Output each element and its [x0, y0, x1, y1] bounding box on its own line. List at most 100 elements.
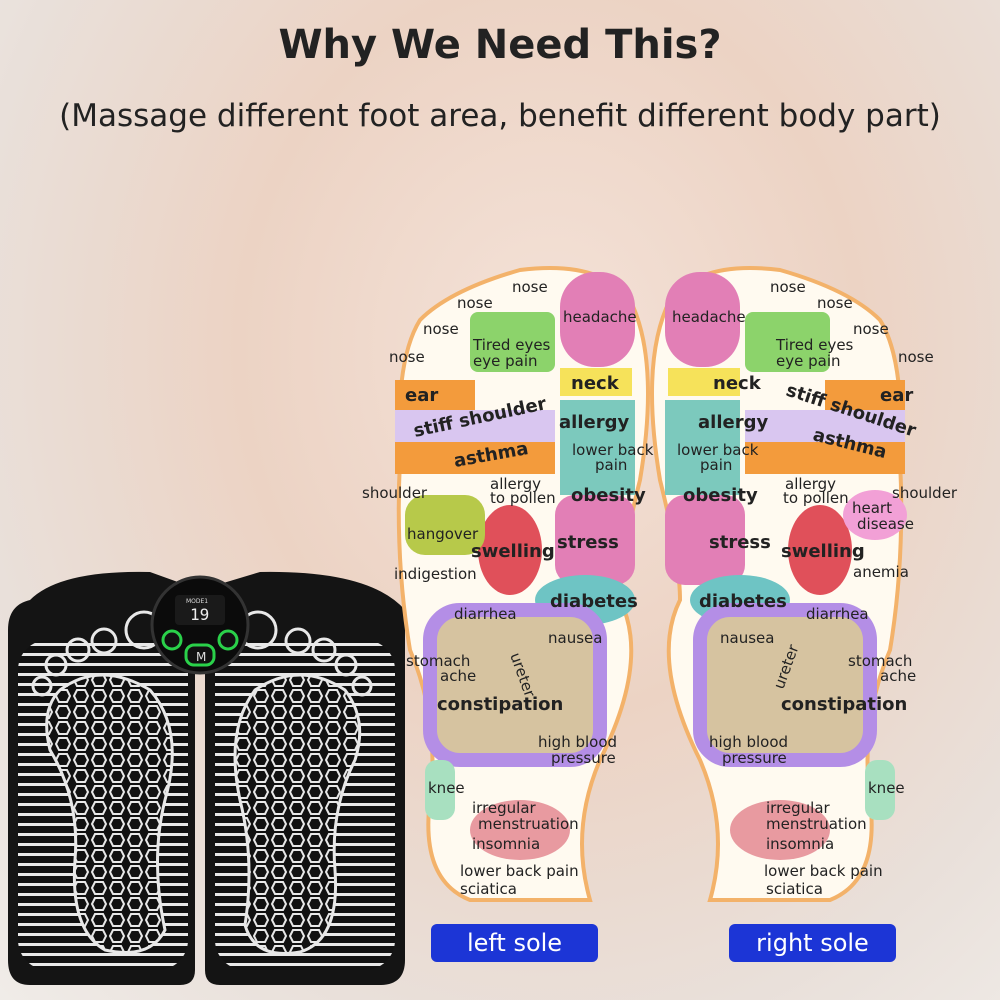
label: neck — [571, 373, 620, 394]
zone-neck — [668, 368, 740, 396]
label: nose — [512, 278, 548, 296]
zone-headache — [665, 272, 740, 367]
label: neck — [713, 373, 762, 394]
label: stomach — [406, 652, 470, 670]
label: headache — [672, 308, 746, 326]
label: knee — [428, 779, 465, 797]
right-sole-chart — [650, 266, 907, 902]
mode-button[interactable] — [184, 643, 216, 667]
zone-eyes — [745, 312, 830, 372]
label: allergy — [559, 412, 629, 433]
zone-stress — [555, 495, 635, 585]
zone-ear — [395, 380, 475, 410]
zone-shoulder-band — [745, 410, 905, 442]
label: nose — [770, 278, 806, 296]
label: diarrhea — [454, 605, 517, 623]
page-title: Why We Need This? — [278, 22, 722, 68]
label: nausea — [548, 629, 602, 647]
label: nose — [389, 348, 425, 366]
label: nose — [423, 320, 459, 338]
label: lower back — [677, 441, 759, 459]
label: headache — [563, 308, 637, 326]
label: lower back pain — [764, 862, 883, 880]
label: ache — [440, 667, 476, 685]
minus-button[interactable] — [161, 629, 183, 651]
zone-colon — [423, 603, 607, 767]
device-display — [175, 595, 225, 625]
zone-menstruation — [730, 800, 830, 860]
label: high blood — [538, 733, 617, 751]
label: insomnia — [766, 835, 834, 853]
zone-asthma — [745, 442, 905, 474]
label: disease — [857, 515, 914, 533]
zone-knee — [865, 760, 895, 820]
zone-hangover — [405, 495, 485, 555]
label: obesity — [683, 485, 758, 506]
plus-button[interactable] — [217, 629, 239, 651]
label: diabetes — [550, 591, 638, 612]
zone-heart — [843, 490, 907, 540]
label: ache — [880, 667, 916, 685]
label: allergy — [698, 412, 768, 433]
label: swelling — [471, 541, 555, 562]
zone-allergy-col — [560, 400, 635, 495]
label: allergy — [785, 475, 836, 493]
label: stomach — [848, 652, 912, 670]
label: constipation — [781, 694, 907, 715]
label: to pollen — [490, 489, 556, 507]
label: ear — [880, 385, 913, 406]
label: obesity — [571, 485, 646, 506]
label: ear — [405, 385, 438, 406]
right-foot-mesh — [233, 673, 362, 955]
label: nausea — [720, 629, 774, 647]
zone-menstruation — [470, 800, 570, 860]
label: pressure — [722, 749, 787, 767]
label: pain — [595, 456, 627, 474]
label: Tired eyes — [472, 336, 551, 354]
massage-mat: MODE1 19 M — [8, 571, 405, 985]
zone-colon — [693, 603, 877, 767]
label: menstruation — [478, 815, 579, 833]
zone-eyes — [470, 312, 555, 372]
zone-headache — [560, 272, 635, 367]
label: stress — [709, 532, 771, 553]
label: to pollen — [783, 489, 849, 507]
label: lower back — [572, 441, 654, 459]
device-mode-label: MODE1 — [186, 598, 208, 605]
label: sciatica — [460, 880, 517, 898]
label: nose — [817, 294, 853, 312]
zone-ear — [825, 380, 905, 410]
label: Tired eyes — [775, 336, 854, 354]
zone-allergy-col — [665, 400, 740, 495]
label: knee — [868, 779, 905, 797]
label: irregular — [472, 799, 537, 817]
left-foot-mesh — [45, 673, 174, 954]
label: anemia — [853, 563, 909, 581]
label: pressure — [551, 749, 616, 767]
label: indigestion — [394, 565, 477, 583]
label: constipation — [437, 694, 563, 715]
label: irregular — [766, 799, 831, 817]
label: nose — [853, 320, 889, 338]
mode-button-label: M — [196, 650, 206, 664]
label: nose — [457, 294, 493, 312]
label: insomnia — [472, 835, 540, 853]
label: allergy — [490, 475, 541, 493]
zone-shoulder-band — [395, 410, 555, 442]
label: stress — [557, 532, 619, 553]
device-display-value: 19 — [190, 605, 209, 624]
zone-asthma — [395, 442, 555, 474]
right-sole-button: right sole — [729, 924, 896, 962]
zone-neck — [560, 368, 632, 396]
zone-stress — [665, 495, 745, 585]
zone-swelling — [788, 505, 852, 595]
zone-swelling — [478, 505, 542, 595]
label: nose — [898, 348, 934, 366]
label: shoulder — [892, 484, 958, 502]
page-subtitle: (Massage different foot area, benefit di… — [59, 98, 941, 134]
label: swelling — [781, 541, 865, 562]
label: heart — [852, 499, 892, 517]
left-sole-chart — [395, 266, 650, 902]
